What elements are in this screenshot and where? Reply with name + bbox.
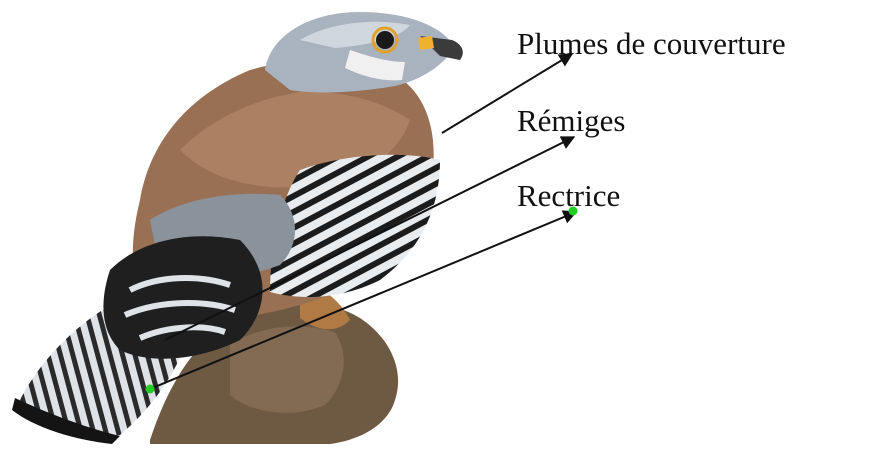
marker-dot-start (146, 385, 155, 394)
label-covert-feathers: Plumes de couverture (517, 28, 786, 59)
label-rectrice: Rectrice (517, 180, 620, 211)
head (265, 12, 463, 93)
label-remiges: Rémiges (517, 105, 626, 136)
eye (376, 31, 394, 49)
